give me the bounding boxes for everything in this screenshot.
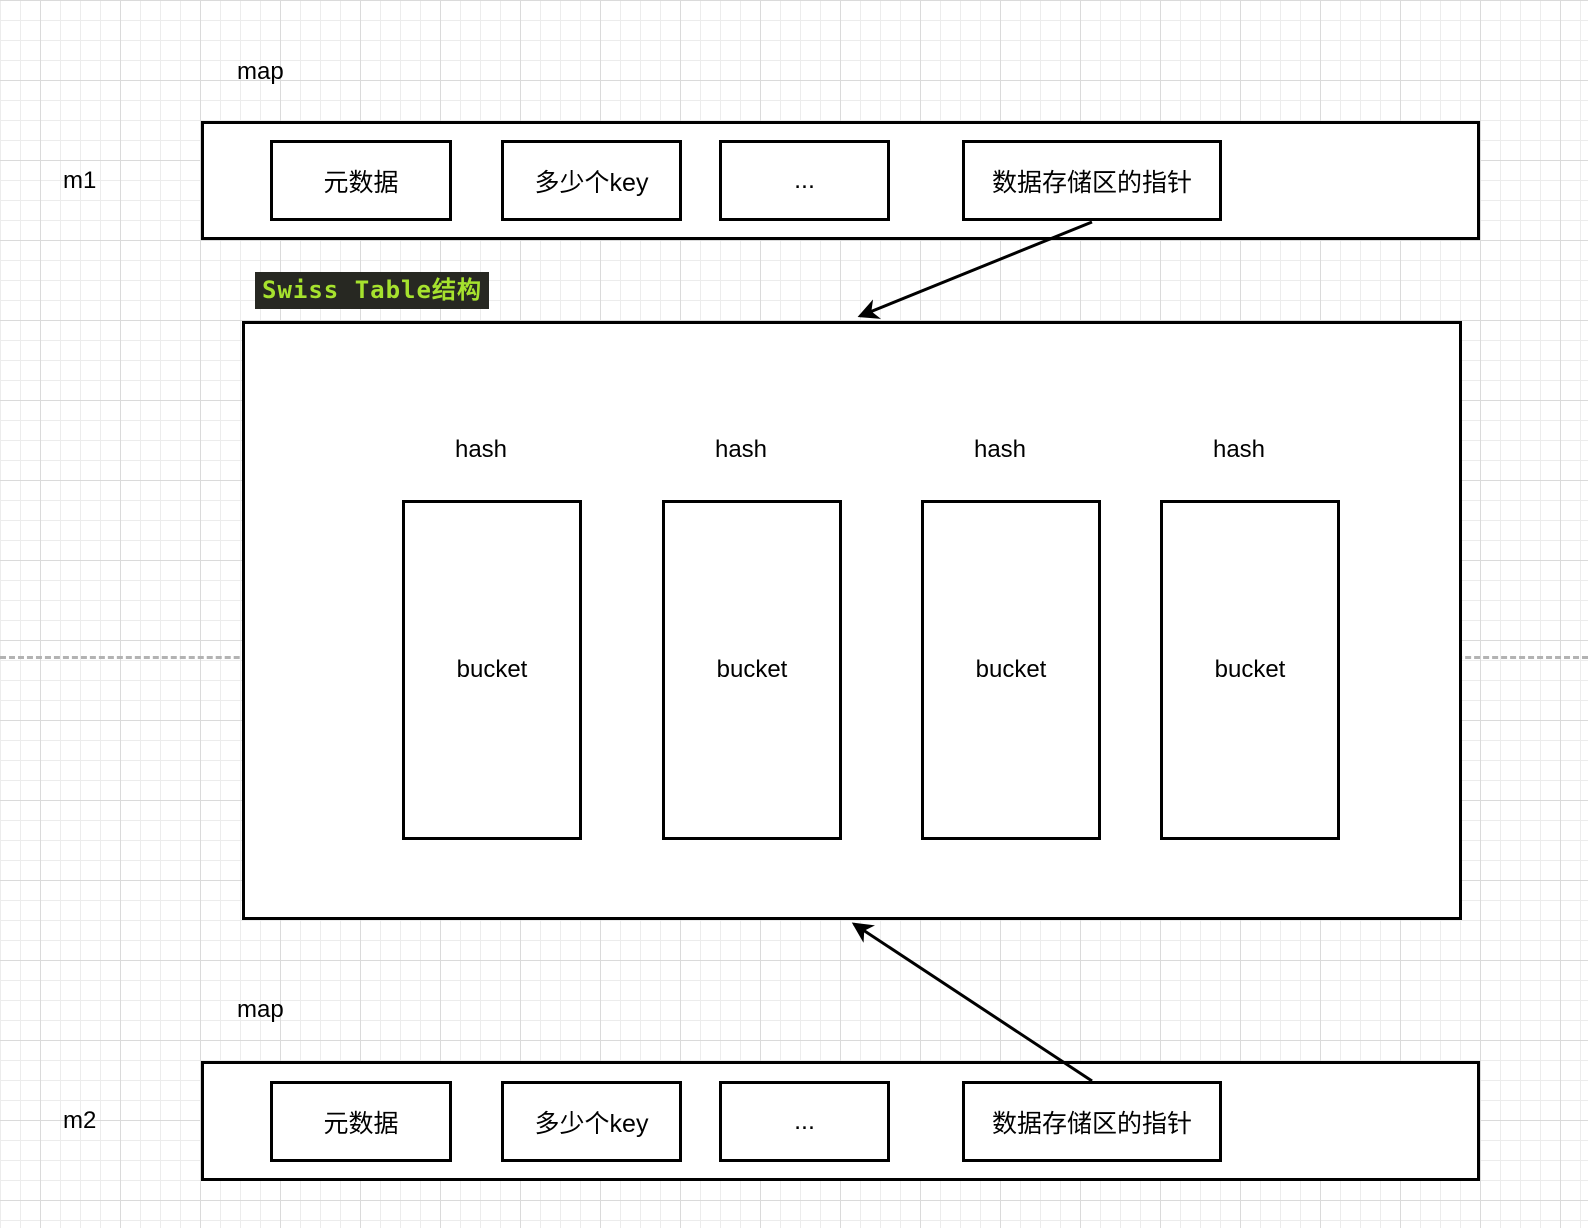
m2-field-data-pointer: 数据存储区的指针	[962, 1081, 1222, 1162]
m1-type-label: map	[237, 58, 284, 85]
m2-field-key-count: 多少个key	[501, 1081, 682, 1162]
m1-field-data-pointer: 数据存储区的指针	[962, 140, 1222, 221]
bucket-box: bucket	[402, 500, 582, 840]
bucket-box: bucket	[662, 500, 842, 840]
m1-struct-box: 元数据 多少个key ... 数据存储区的指针	[201, 121, 1480, 240]
hash-label: hash	[1212, 436, 1266, 463]
hash-label: hash	[714, 436, 768, 463]
m2-instance-label: m2	[63, 1107, 97, 1134]
m2-struct-box: 元数据 多少个key ... 数据存储区的指针	[201, 1061, 1480, 1181]
swiss-table-title-badge: Swiss Table结构	[255, 272, 489, 309]
m2-type-label: map	[237, 996, 284, 1023]
bucket-box: bucket	[1160, 500, 1340, 840]
hash-label: hash	[973, 436, 1027, 463]
m1-field-ellipsis: ...	[719, 140, 890, 221]
arrow-m2-pointer-to-swiss-table	[851, 922, 1093, 1083]
m2-field-ellipsis: ...	[719, 1081, 890, 1162]
bucket-box: bucket	[921, 500, 1101, 840]
hash-label: hash	[454, 436, 508, 463]
m2-field-metadata: 元数据	[270, 1081, 452, 1162]
m1-field-metadata: 元数据	[270, 140, 452, 221]
swiss-table-box: hash bucket hash bucket hash bucket hash…	[242, 321, 1462, 920]
m1-instance-label: m1	[63, 167, 97, 194]
m1-field-key-count: 多少个key	[501, 140, 682, 221]
